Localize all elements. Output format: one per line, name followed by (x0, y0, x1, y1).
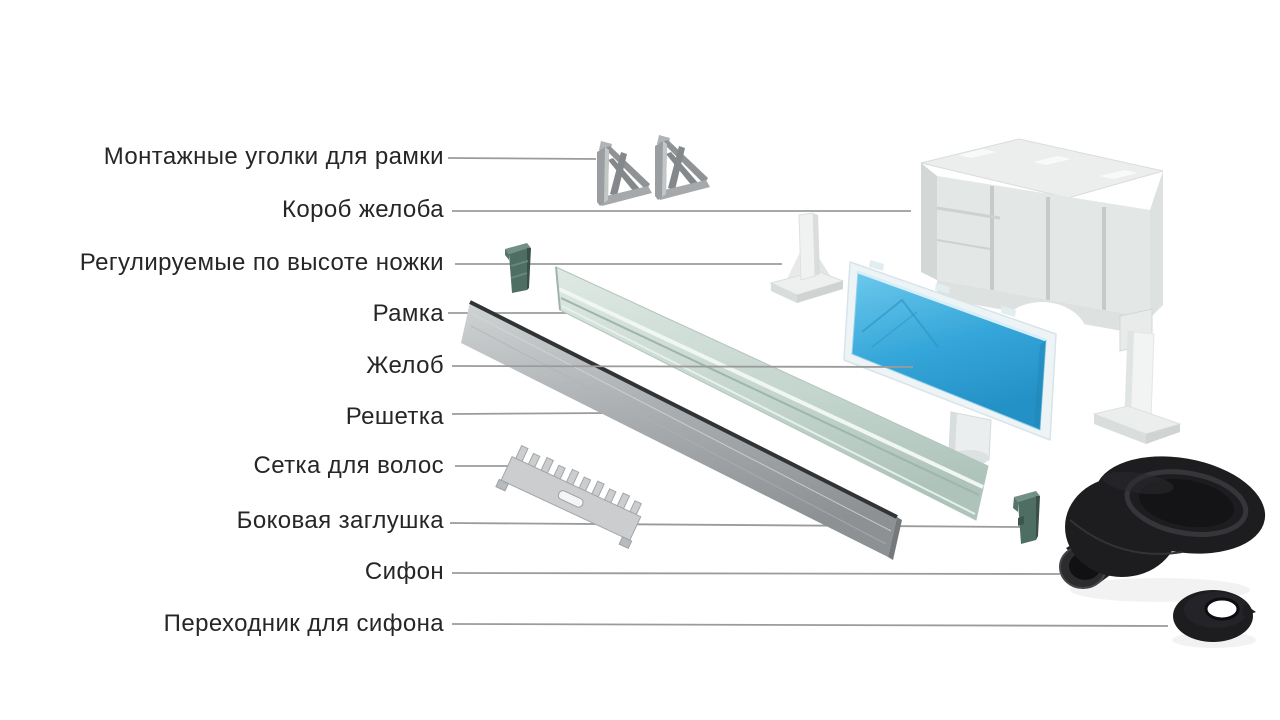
frame-illustration (555, 266, 989, 521)
leader-line-siphon (451, 572, 1061, 575)
leader-line-grate (451, 412, 613, 415)
label-grate: Решетка (345, 403, 444, 430)
leader-line-side-plug (449, 522, 1023, 528)
label-channel: Желоб (366, 352, 444, 379)
adjustable-leg-left (769, 212, 845, 303)
leader-line-siphon-adapter (451, 623, 1169, 627)
side-plug-right (1013, 491, 1040, 544)
leader-line-mounting-corners (447, 157, 597, 160)
side-plug-left (505, 243, 531, 293)
label-side-plug: Боковая заглушка (236, 507, 444, 534)
hair-strainer-illustration (495, 445, 642, 550)
mounting-corners-illustration (597, 135, 710, 206)
adjustable-leg-right (1092, 330, 1182, 444)
siphon-illustration (1059, 456, 1266, 602)
label-frame: Рамка (372, 300, 444, 327)
leader-lines (447, 157, 1169, 627)
adjustable-legs-illustration (769, 212, 1182, 444)
label-siphon-adapter: Переходник для сифона (163, 610, 444, 637)
siphon-adapter-illustration (1172, 590, 1256, 648)
label-hair-strainer: Сетка для волос (253, 452, 444, 479)
leader-line-channel (451, 365, 914, 368)
label-channel-box: Короб желоба (281, 196, 444, 223)
label-adjustable-legs: Регулируемые по высоте ножки (79, 249, 444, 276)
label-mounting-corners: Монтажные уголки для рамки (103, 143, 444, 170)
label-siphon: Сифон (364, 558, 444, 585)
